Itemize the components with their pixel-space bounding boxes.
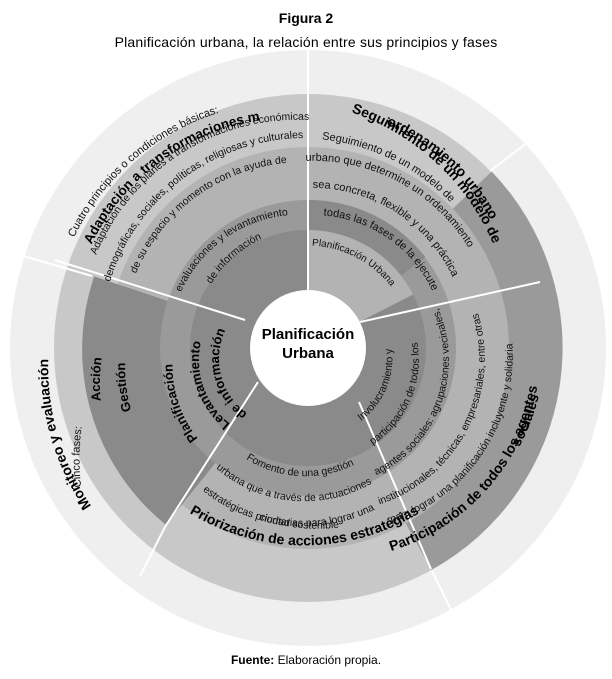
figure-title: Planificación urbana, la relación entre … (114, 34, 498, 50)
figure-source: Fuente: Elaboración propia. (0, 653, 612, 667)
source-text: Elaboración propia. (274, 653, 382, 667)
hub-title-line1: Planificación (262, 326, 355, 343)
sector-dividers (19, 50, 571, 621)
source-label: Fuente: (230, 653, 275, 667)
phase-accion: Acción (88, 356, 105, 402)
hub-circle (250, 290, 366, 406)
hub-title-line2: Urbana (282, 345, 334, 362)
phases-intro-label: Cinco fases: (70, 425, 84, 488)
figure-label: Figura 2 (278, 10, 334, 26)
